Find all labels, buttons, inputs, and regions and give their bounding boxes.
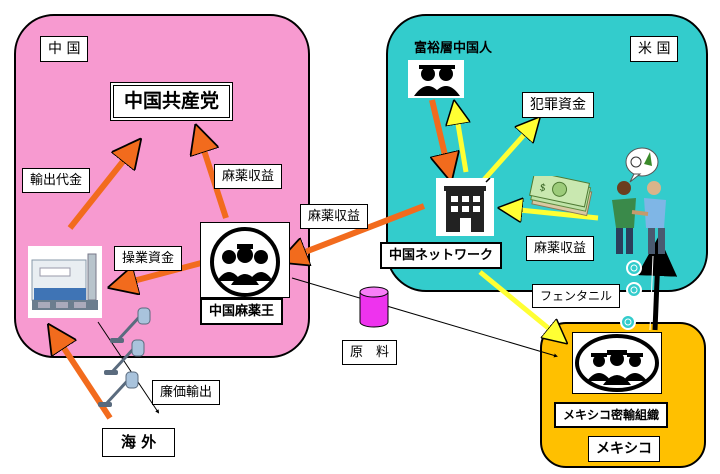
svg-text:$: $ — [538, 182, 547, 194]
arrow-drug-profit-ccp — [200, 138, 229, 219]
cheap-export-label: 廉価輸出 — [152, 380, 221, 405]
arrow-export-payment — [67, 150, 132, 230]
cartel-group-icon — [575, 334, 659, 392]
export-payment-label: 輸出代金 — [22, 168, 91, 193]
criminal-funds-label: 犯罪資金 — [522, 92, 594, 118]
china-network-label: 中国ネットワーク — [380, 242, 503, 269]
mexican-cartel-label: メキシコ密輸組織 — [554, 402, 669, 428]
china-region-label: 中 国 — [40, 36, 89, 62]
arrow-us-profit-to-network — [510, 209, 599, 218]
drug-king-label: 中国麻薬王 — [200, 298, 284, 325]
arrow-network-to-cartel — [478, 270, 558, 336]
money-icon: $ — [529, 176, 593, 217]
ccp-label: 中国共産党 — [110, 82, 234, 121]
arrow-network-to-king — [292, 203, 426, 257]
arrow-fentanyl — [637, 236, 678, 331]
mexico-region-label: メキシコ — [588, 436, 660, 462]
drug-deal-icon — [612, 147, 666, 254]
drug-king-box — [200, 222, 290, 298]
cheap-export-line — [97, 321, 160, 414]
drug-profit-us-label: 麻薬収益 — [526, 236, 595, 261]
arrow-operating-funds — [122, 259, 206, 284]
mexican-cartel-box — [572, 332, 662, 394]
building-icon — [436, 178, 494, 236]
drug-profit-ccp-label: 麻薬収益 — [214, 164, 283, 189]
arrow-wealthy-to-network — [429, 99, 448, 168]
overseas-label: 海 外 — [102, 428, 176, 457]
arrow-criminal-funds — [480, 126, 532, 184]
vacuum-cleaner-icon — [98, 307, 151, 407]
usa-region-label: 米 国 — [630, 36, 679, 62]
fentanyl-label: フェンタニル — [532, 284, 621, 308]
people-group-icon — [210, 227, 280, 297]
operating-funds-label: 操業資金 — [114, 246, 183, 271]
drug-profit-network-label: 麻薬収益 — [300, 204, 369, 229]
factory-icon — [28, 246, 102, 318]
wealthy-chinese-label: 富裕層中国人 — [414, 41, 493, 56]
people-group-icon — [408, 60, 464, 98]
raw-material-label: 原 料 — [342, 340, 398, 365]
arrow-network-to-wealthy — [456, 112, 466, 173]
raw-material-line — [291, 277, 558, 358]
barrel-icon — [359, 286, 389, 328]
